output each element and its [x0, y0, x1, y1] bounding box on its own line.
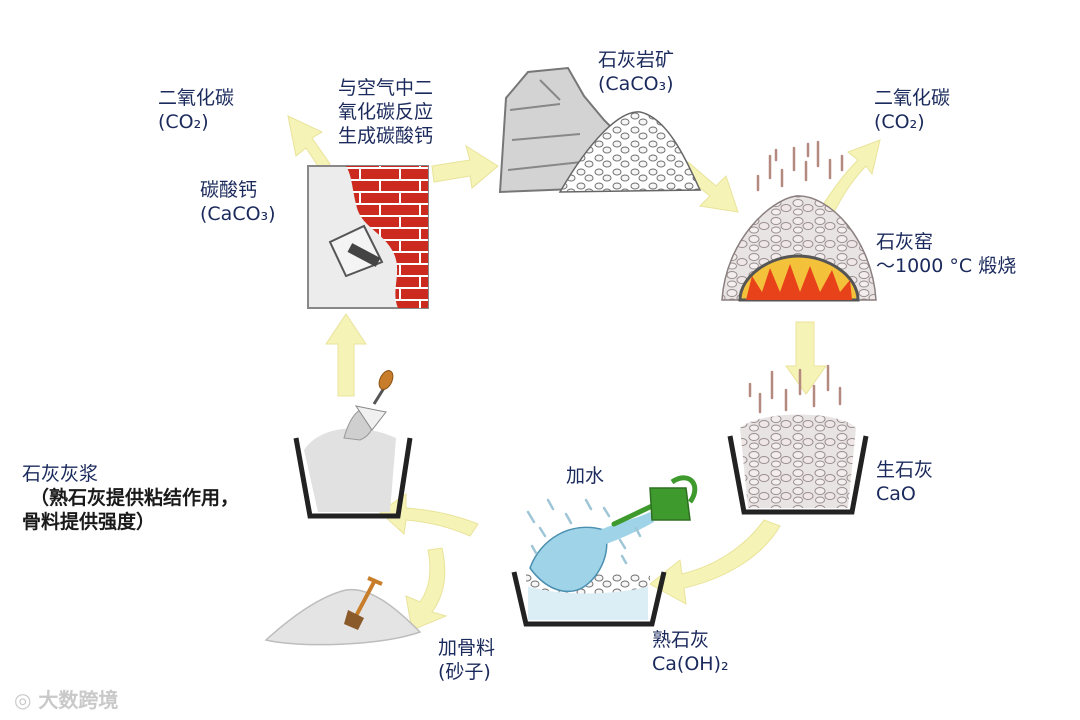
trowel-icon [354, 370, 394, 431]
label-add-water: 加水 [566, 464, 604, 488]
label-limestone-ore: 石灰岩矿 (CaCO₃) [598, 48, 674, 96]
slaked-lime-formula: Ca(OH)₂ [652, 653, 729, 675]
slaked-lime-tub-illustration [511, 475, 698, 627]
lime-mortar-line2: （熟石灰提供粘结作用， [30, 487, 240, 509]
watering-can-icon [611, 475, 698, 527]
limestone-ore-name: 石灰岩矿 [598, 49, 675, 71]
calcium-carbonate-formula: (CaCO₃) [200, 203, 276, 225]
slaked-lime-name: 熟石灰 [652, 629, 710, 651]
quicklime-formula: CaO [876, 483, 916, 505]
mortar-tub-illustration [293, 370, 413, 519]
limestone-ore-formula: (CaCO₃) [598, 73, 674, 95]
label-lime-mortar: 石灰灰浆 （熟石灰提供粘结作用， 骨料提供强度） [22, 462, 239, 534]
lime-mortar-line3: 骨料提供强度） [22, 511, 156, 533]
lime-mortar-line1: 石灰灰浆 [22, 463, 99, 485]
arrow-slaked-to-sand [405, 547, 448, 631]
arrow-co2-right [819, 139, 881, 217]
lime-kiln-illustration [721, 140, 877, 302]
quicklime-tub-illustration [727, 364, 869, 515]
sand-pile-illustration [264, 576, 422, 646]
label-add-aggregate: 加骨料 (砂子) [438, 636, 495, 684]
watermark-text: 大数跨境 [38, 688, 119, 712]
limestone-ore-illustration [498, 66, 702, 194]
add-water-text: 加水 [566, 465, 605, 487]
label-co2-right: 二氧化碳 (CO₂) [874, 86, 950, 134]
cycle-arrows [287, 115, 881, 631]
react-air-line3: 生成碳酸钙 [338, 125, 434, 147]
shovel-icon [344, 576, 383, 630]
label-quicklime: 生石灰 CaO [876, 458, 933, 506]
label-react-air: 与空气中二 氧化碳反应 生成碳酸钙 [338, 76, 433, 148]
calcium-carbonate-name: 碳酸钙 [200, 179, 258, 201]
arrow-quicklime-to-slaked [649, 519, 781, 605]
label-kiln: 石灰窑 ～1000 °C 煅烧 [876, 230, 1016, 278]
add-aggregate-line2: (砂子) [438, 661, 491, 683]
arrow-co2-left [287, 115, 331, 173]
label-co2-left: 二氧化碳 (CO₂) [158, 86, 234, 134]
co2-right-name: 二氧化碳 [874, 87, 951, 109]
react-air-line1: 与空气中二 [338, 77, 434, 99]
arrow-kiln-to-quicklime [785, 321, 827, 395]
watermark-logo-icon: ◎ [14, 688, 32, 712]
brick-wall-illustration [307, 165, 429, 309]
arrow-sand-to-mortar [379, 493, 479, 537]
arrow-mortar-to-wall [325, 313, 367, 397]
co2-right-formula: (CO₂) [874, 111, 925, 133]
add-aggregate-line1: 加骨料 [438, 637, 496, 659]
react-air-line2: 氧化碳反应 [338, 101, 434, 123]
co2-left-name: 二氧化碳 [158, 87, 235, 109]
kiln-name: 石灰窑 [876, 231, 934, 253]
arrow-wall-to-ore [431, 144, 499, 189]
co2-left-formula: (CO₂) [158, 111, 209, 133]
quicklime-name: 生石灰 [876, 459, 934, 481]
label-calcium-carbonate: 碳酸钙 (CaCO₃) [200, 178, 276, 226]
watermark: ◎ 大数跨境 [14, 684, 118, 713]
kiln-temp: ～1000 °C 煅烧 [876, 255, 1017, 277]
label-slaked-lime: 熟石灰 Ca(OH)₂ [652, 628, 729, 676]
